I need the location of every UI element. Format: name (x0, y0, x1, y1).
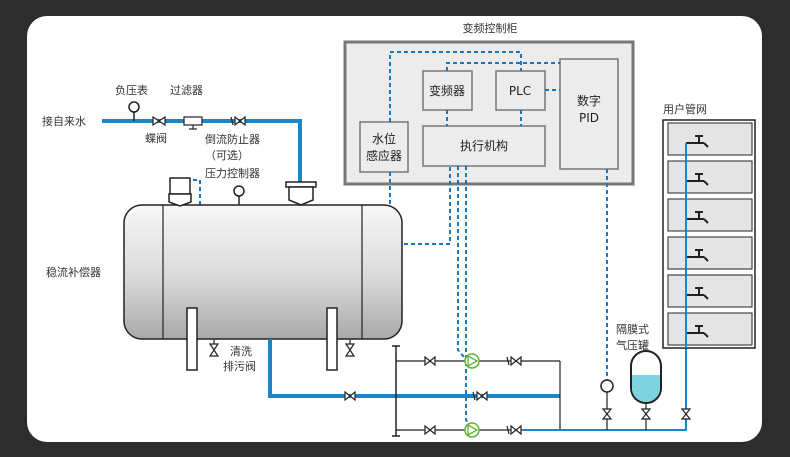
water-source-label: 接自来水 (42, 115, 86, 128)
actuator-label: 执行机构 (460, 138, 508, 153)
pump-1-icon[interactable] (464, 353, 480, 369)
sensor-port-icon (168, 177, 192, 207)
digital-pid-box (559, 58, 619, 170)
backflow-preventer-label-2: （可选） (205, 149, 249, 162)
control-line-inverter-pid (446, 62, 560, 71)
water-level-sensor-label-2: 感应器 (366, 148, 402, 163)
drain-valve-left-icon (208, 339, 220, 357)
backflow-preventer-icon (230, 115, 246, 127)
digital-pid-label-2: PID (579, 111, 599, 125)
pump-1-check-valve-icon (506, 355, 522, 367)
building-floor (667, 274, 753, 308)
faucet-icon (686, 325, 709, 338)
building-floor (667, 160, 753, 194)
tank-outlet-pipe (268, 339, 560, 398)
drain-valve-label-2: 排污阀 (223, 359, 256, 373)
faucet-icon (686, 249, 709, 262)
pump-2-inlet-valve-icon (424, 424, 436, 436)
pressure-controller-label: 压力控制器 (205, 166, 260, 180)
plc-label: PLC (509, 84, 531, 98)
user-network-building (662, 119, 756, 349)
user-network-label: 用户管网 (663, 102, 707, 116)
cabinet-title: 变频控制柜 (463, 21, 518, 35)
filter-icon (183, 116, 203, 130)
bypass-check-valve-icon (472, 390, 488, 402)
building-floor (667, 236, 753, 270)
pump-2-check-valve-icon (506, 424, 522, 436)
faucet-icon (686, 135, 709, 148)
control-line-actuator-tank (390, 166, 451, 245)
inverter-label: 变频器 (429, 83, 465, 98)
control-line-sensor-plc (389, 51, 522, 122)
inlet-pipe (102, 119, 302, 182)
drain-valve-label-1: 清洗 (230, 345, 252, 358)
pressure-controller-icon (233, 185, 245, 205)
control-line-pump-2 (465, 166, 471, 427)
butterfly-valve-label: 蝶阀 (145, 131, 167, 145)
faucet-icon (686, 173, 709, 186)
faucet-icon (686, 287, 709, 300)
diaphragm-tank-label-1: 隔膜式 (616, 323, 649, 336)
butterfly-valve-icon (152, 115, 166, 127)
supply-valve-icon (680, 408, 692, 420)
backflow-preventer-label-1: 倒流防止器 (205, 132, 260, 146)
building-floor (667, 122, 753, 156)
pump-2-icon[interactable] (464, 422, 480, 438)
drain-valve-right-icon (344, 339, 356, 357)
digital-pid-label-1: 数字 (577, 93, 601, 108)
vacuum-gauge-label: 负压表 (115, 83, 148, 97)
vacuum-gauge-icon (128, 101, 140, 121)
pressure-sensor-icon (600, 379, 614, 430)
water-level-sensor-box (359, 121, 409, 173)
faucet-icon (686, 211, 709, 224)
building-floor (667, 312, 753, 346)
filter-label: 过滤器 (170, 84, 203, 97)
building-outline (662, 119, 756, 349)
stabilizer-tank (123, 204, 403, 371)
stabilizer-label: 稳流补偿器 (46, 265, 101, 279)
actuator-box (422, 125, 546, 167)
diaphragm-tank-icon (630, 350, 662, 430)
water-level-sensor-label-1: 水位 (372, 131, 396, 146)
pump-1-inlet-valve-icon (424, 355, 436, 367)
bypass-valve-icon (344, 390, 356, 402)
control-line-pump-1 (457, 166, 465, 358)
inlet-port-icon (285, 181, 317, 206)
building-floor (667, 198, 753, 232)
plc-box (495, 70, 546, 111)
diaphragm-tank-label-2: 气压罐 (616, 338, 649, 352)
